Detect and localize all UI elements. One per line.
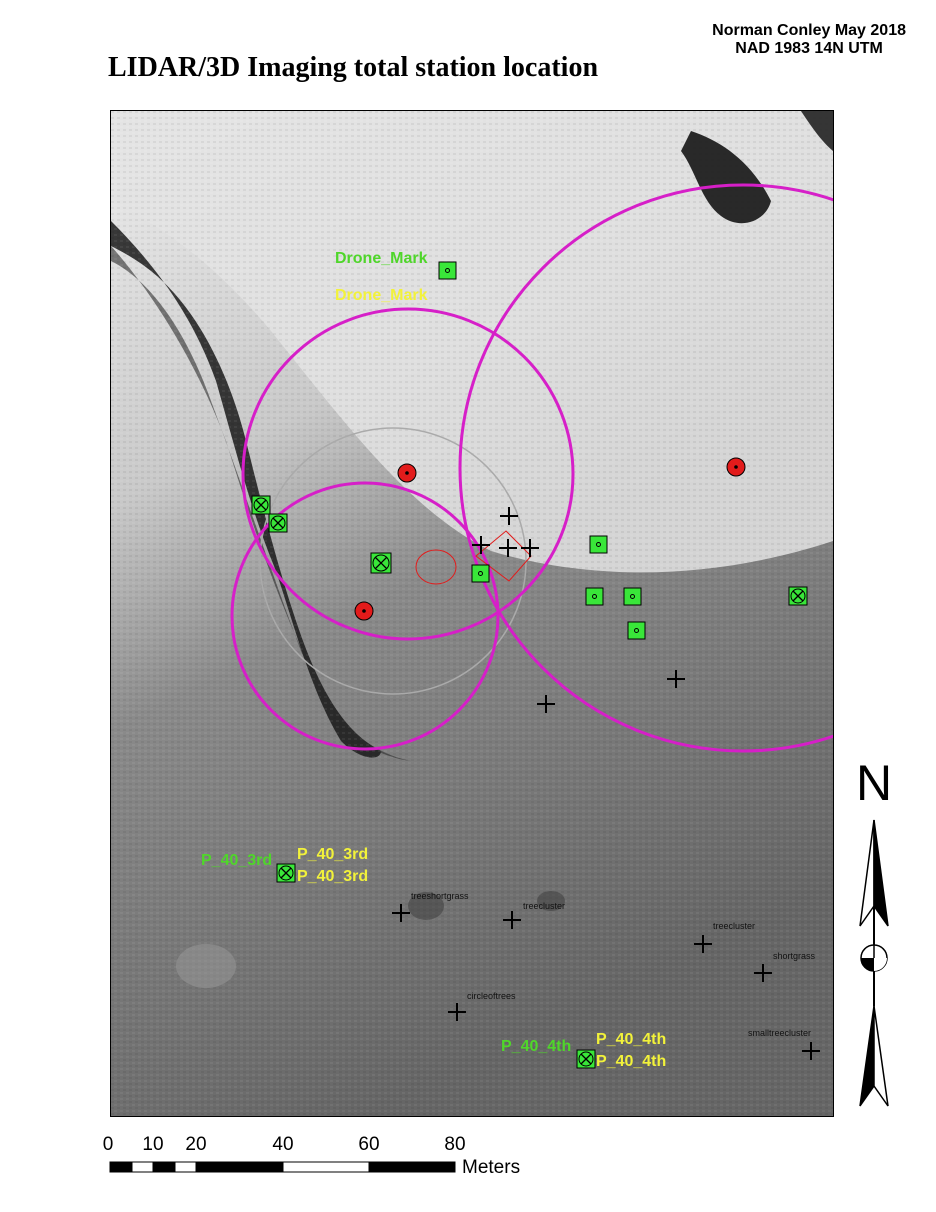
station-marker-red[interactable] <box>354 601 374 621</box>
feature-label-smalltreecluster: smalltreecluster <box>748 1028 811 1038</box>
crossed-marker[interactable] <box>370 552 392 574</box>
station-marker-red[interactable] <box>726 457 746 477</box>
scan-range-circle <box>458 183 833 753</box>
scale-tick-label: 60 <box>358 1134 379 1155</box>
north-arrow-lower-right <box>873 1005 889 1107</box>
crossed-marker[interactable] <box>251 495 271 515</box>
label-drone-mark-green: Drone_Mark <box>335 250 428 267</box>
north-letter: N <box>856 756 892 811</box>
crossed-marker[interactable] <box>268 513 288 533</box>
p40-3rd-marker[interactable] <box>276 863 296 883</box>
label-p40-4th-yellow-a: P_40_4th <box>596 1031 666 1048</box>
dark-pit-2 <box>801 111 833 151</box>
compass-center <box>860 944 888 972</box>
label-p40-4th-green: P_40_4th <box>501 1038 571 1055</box>
label-p40-3rd-yellow-a: P_40_3rd <box>297 846 368 863</box>
label-p40-4th-yellow-b: P_40_4th <box>596 1053 666 1070</box>
scale-unit: Meters <box>462 1157 520 1178</box>
north-arrow-upper-left <box>859 819 875 927</box>
scan-range-circle <box>230 481 500 751</box>
gcp-marker[interactable] <box>585 587 604 606</box>
feature-label-shortgrass: shortgrass <box>773 951 816 961</box>
map-title: LIDAR/3D Imaging total station location <box>108 52 599 83</box>
feature-label-treeshortgrass: treeshortgrass <box>411 891 469 901</box>
hillshade-map[interactable]: treeshortgrass treecluster treecluster s… <box>111 111 833 1116</box>
label-p40-3rd-green: P_40_3rd <box>201 852 272 869</box>
label-drone-mark-yellow: Drone_Mark <box>335 287 428 304</box>
terrain-mound <box>537 891 565 911</box>
scale-tick-label: 0 <box>103 1134 114 1155</box>
north-arrow-upper-right <box>873 819 889 927</box>
crossed-marker[interactable] <box>788 586 808 606</box>
projection: NAD 1983 14N UTM <box>735 40 883 57</box>
terrain-mound <box>408 892 444 920</box>
gcp-marker[interactable] <box>471 564 490 583</box>
feature-label-treecluster-a: treecluster <box>523 901 565 911</box>
p40-4th-marker[interactable] <box>576 1049 596 1069</box>
survey-point-cross <box>392 507 820 1060</box>
scale-tick-label: 10 <box>142 1134 163 1155</box>
gcp-marker[interactable] <box>589 535 608 554</box>
gcp-marker[interactable] <box>627 621 646 640</box>
station-marker-red[interactable] <box>397 463 417 483</box>
map-credit: Norman Conley May 2018 NAD 1983 14N UTM <box>712 22 906 58</box>
north-arrow: N <box>856 756 892 1107</box>
map-frame[interactable]: treeshortgrass treecluster treecluster s… <box>110 110 834 1117</box>
feature-label-circleoftrees: circleoftrees <box>467 991 516 1001</box>
scale-tick-label: 80 <box>444 1134 465 1155</box>
drone-mark-marker[interactable] <box>438 261 457 280</box>
scale-tick-label: 40 <box>272 1134 293 1155</box>
label-p40-3rd-yellow-b: P_40_3rd <box>297 868 368 885</box>
scale-tick-label: 20 <box>185 1134 206 1155</box>
survey-area-outline <box>415 549 457 585</box>
terrain-mound <box>176 944 236 988</box>
feature-label-treecluster-b: treecluster <box>713 921 755 931</box>
dark-pit <box>681 131 771 224</box>
author-date: Norman Conley May 2018 <box>712 22 906 39</box>
scale-segments <box>109 1161 456 1173</box>
scale-bar: 0 10 20 40 60 80 Meters <box>103 1134 520 1178</box>
scan-range-circle <box>241 307 575 641</box>
gcp-marker[interactable] <box>623 587 642 606</box>
north-arrow-lower-left <box>859 1005 875 1107</box>
